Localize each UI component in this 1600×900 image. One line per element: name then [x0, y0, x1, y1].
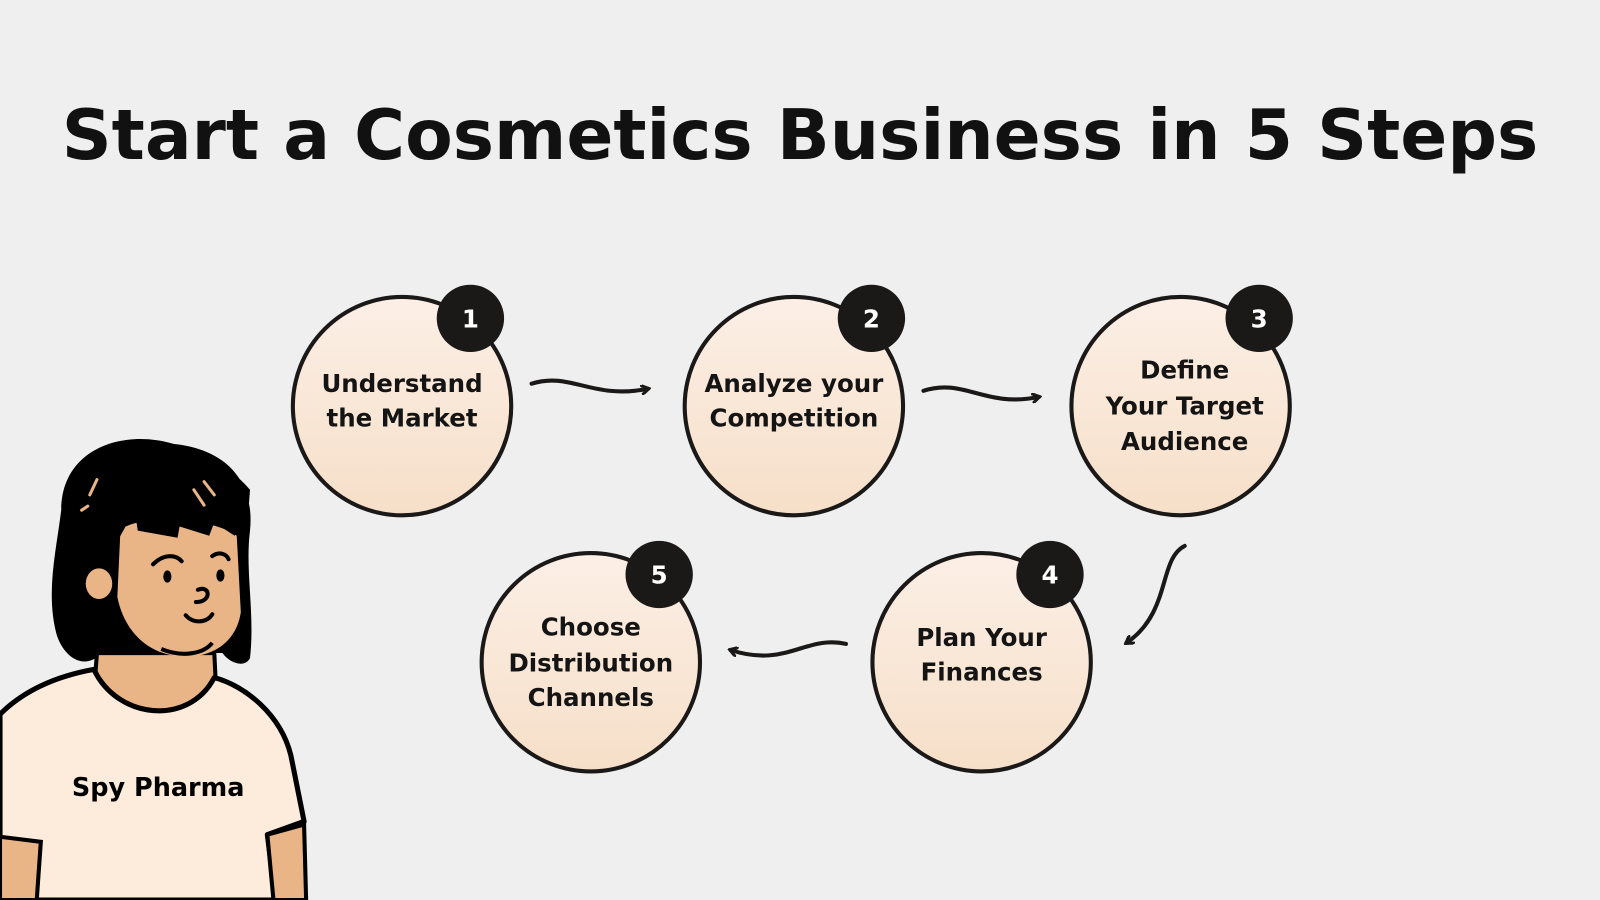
step-circle — [1069, 294, 1292, 518]
step-2: 2 Analyze your Competition — [682, 284, 906, 518]
step-badge — [837, 284, 906, 353]
arrow-icon — [731, 640, 848, 658]
step-label-line: Finances — [921, 658, 1043, 687]
step-label-line: Analyze your — [704, 369, 883, 398]
step-label-line: Understand — [321, 369, 482, 398]
step-badge — [1225, 284, 1293, 353]
arrow-icon — [529, 378, 648, 392]
bangs — [71, 448, 250, 552]
eye — [163, 570, 172, 583]
step-circle — [682, 294, 906, 518]
step-number: 5 — [651, 561, 668, 590]
left-arm — [0, 834, 43, 900]
step-label-line: Your Target — [1105, 391, 1265, 420]
step-badge — [436, 284, 505, 353]
step-circle — [290, 294, 514, 518]
eye — [216, 569, 225, 582]
step-label-line: the Market — [327, 404, 478, 433]
hair-highlight — [80, 478, 216, 512]
eyebrows — [151, 551, 231, 567]
nose — [193, 586, 210, 605]
step-1: 1 Understand the Market — [290, 284, 514, 518]
page-title: Start a Cosmetics Business in 5 Steps — [62, 96, 1539, 176]
shirt — [0, 666, 307, 900]
ear — [85, 568, 113, 599]
step-number: 2 — [863, 305, 880, 334]
arrow-icon — [921, 385, 1038, 399]
step-number: 3 — [1251, 305, 1268, 334]
step-number: 4 — [1041, 561, 1058, 590]
mouth — [183, 612, 215, 624]
step-3: 3 Define Your Target Audience — [1069, 284, 1293, 518]
right-arm — [265, 821, 309, 900]
step-number: 1 — [462, 305, 479, 334]
character-illustration: Spy Pharma — [0, 439, 309, 900]
jaw-line — [160, 641, 214, 656]
step-label-line: Audience — [1121, 427, 1248, 456]
step-badge — [625, 540, 693, 609]
shirt-text: Spy Pharma — [72, 773, 245, 803]
face — [117, 519, 241, 657]
step-circle — [479, 551, 703, 774]
step-label-line: Competition — [709, 404, 878, 433]
step-label-line: Plan Your — [916, 623, 1047, 652]
step-label-line: Define — [1140, 356, 1229, 385]
step-circle — [870, 551, 1093, 774]
step-5: 5 Choose Distribution Channels — [479, 540, 703, 774]
step-4: 4 Plan Your Finances — [870, 540, 1093, 774]
arrow-icon — [1127, 543, 1187, 643]
step-badge — [1016, 540, 1084, 609]
step-label-line: Channels — [528, 683, 654, 712]
step-label-line: Distribution — [508, 648, 673, 677]
step-label-line: Choose — [541, 613, 641, 642]
